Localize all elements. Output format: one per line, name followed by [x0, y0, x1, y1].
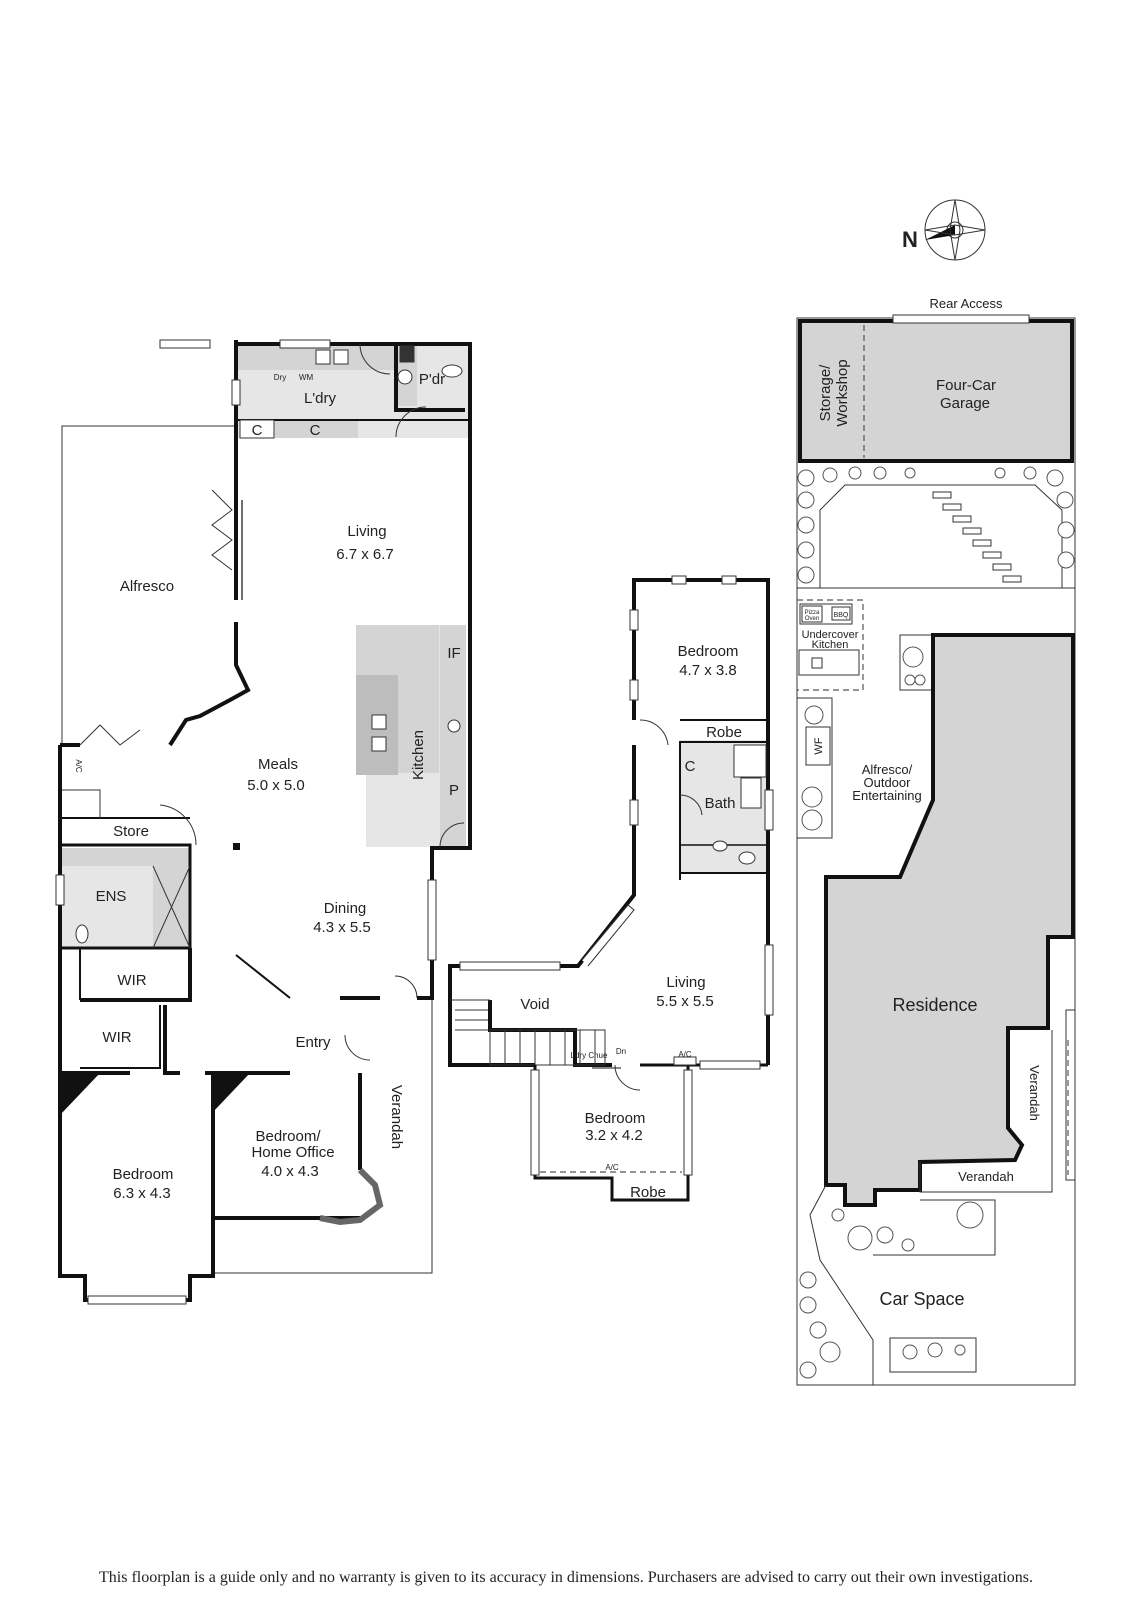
verandah-boundary — [215, 998, 433, 1274]
room-size-meals: 5.0 x 5.0 — [247, 777, 305, 794]
north-compass-icon: N — [902, 199, 986, 261]
label-laundry-chute: Ldry Chue — [571, 1051, 608, 1060]
room-label-kitchen: Kitchen — [410, 730, 427, 780]
label-dryer: Dry — [274, 373, 286, 382]
label-pizza-oven: Oven — [805, 616, 819, 622]
room-label-ensuite: ENS — [96, 888, 127, 905]
label-pantry: P — [449, 782, 459, 799]
label-storage: Storage/ — [817, 364, 834, 422]
label-workshop: Workshop — [834, 359, 851, 426]
label-undercover-kitchen: Kitchen — [812, 639, 849, 651]
label-pizza-oven: Pizza — [805, 610, 820, 616]
label-cupboard: C — [252, 422, 263, 439]
room-label-void: Void — [520, 996, 549, 1013]
disclaimer-text: This floorplan is a guide only and no wa… — [99, 1569, 1033, 1586]
label-car-space: Car Space — [879, 1289, 964, 1309]
stair-down-label: Dn — [616, 1047, 626, 1056]
label-residence: Residence — [892, 995, 977, 1015]
label-cupboard: C — [685, 758, 696, 775]
label-rear-access: Rear Access — [930, 296, 1003, 311]
alfresco-boundary — [61, 425, 236, 745]
first-floor-plan — [448, 575, 774, 1202]
room-size-dining: 4.3 x 5.5 — [313, 919, 371, 936]
compass-north-label: N — [902, 227, 918, 252]
label-bbq: BBQ — [834, 612, 849, 619]
label-verandah-front: Verandah — [958, 1169, 1014, 1184]
room-label-bedroom: Bedroom — [113, 1166, 174, 1183]
ground-floor-plan — [55, 339, 472, 1305]
label-garage: Garage — [940, 395, 990, 412]
room-label-robe: Robe — [706, 724, 742, 741]
label-undercover-kitchen: Undercover — [802, 629, 859, 641]
label-ac: A/C — [678, 1050, 692, 1059]
first-floor-labels: Bedroom 4.7 x 3.8 Robe C Bath Living 5.5… — [520, 643, 742, 1201]
room-label-wir: WIR — [102, 1029, 131, 1046]
room-label-entry: Entry — [295, 1034, 331, 1051]
driveway-steps — [932, 491, 1022, 583]
landscaping-trees — [797, 466, 1075, 1379]
label-entertaining: Entertaining — [852, 788, 921, 803]
label-verandah-side: Verandah — [1027, 1065, 1042, 1121]
room-label-bedroom: Bedroom — [678, 643, 739, 660]
room-label-living: Living — [666, 974, 705, 991]
room-size-bedroom: 6.3 x 4.3 — [113, 1185, 171, 1202]
room-label-bath: Bath — [705, 795, 736, 812]
site-plan — [796, 314, 1076, 1386]
room-size-bedroom: 3.2 x 4.2 — [585, 1127, 643, 1144]
room-label-dining: Dining — [324, 900, 367, 917]
room-label-laundry: L'dry — [304, 390, 337, 407]
room-size-living: 6.7 x 6.7 — [336, 546, 394, 563]
room-size-bedroom-office: 4.0 x 4.3 — [261, 1163, 319, 1180]
label-ac: A/C — [605, 1163, 619, 1172]
room-label-verandah: Verandah — [388, 1085, 405, 1149]
label-ac: A/C — [74, 759, 83, 773]
room-label-bedroom-office: Bedroom/ — [255, 1128, 321, 1145]
room-label-wir: WIR — [117, 972, 146, 989]
label-integrated-fridge: IF — [447, 645, 460, 662]
staircase — [455, 999, 621, 1069]
room-label-robe: Robe — [630, 1184, 666, 1201]
label-four-car: Four-Car — [936, 377, 996, 394]
label-washing-machine: WM — [299, 373, 314, 382]
room-label-alfresco: Alfresco — [120, 578, 174, 595]
room-label-powder: P'dr — [419, 371, 445, 388]
room-size-bedroom: 4.7 x 3.8 — [679, 662, 737, 679]
room-label-bedroom: Bedroom — [585, 1110, 646, 1127]
room-label-home-office: Home Office — [251, 1144, 334, 1161]
label-cupboard: C — [310, 422, 321, 439]
room-label-store: Store — [113, 823, 149, 840]
room-label-living: Living — [347, 523, 386, 540]
label-water-feature: WF — [813, 737, 825, 754]
site-plan-labels: Rear Access Storage/ Workshop Four-Car G… — [802, 296, 1042, 1309]
label-outdoor: Outdoor — [864, 775, 912, 790]
room-size-living: 5.5 x 5.5 — [656, 993, 714, 1010]
ground-floor-labels: L'dry P'dr Dry WM C C Living 6.7 x 6.7 A… — [74, 371, 461, 1202]
room-label-meals: Meals — [258, 756, 298, 773]
label-alfresco: Alfresco/ — [862, 762, 913, 777]
